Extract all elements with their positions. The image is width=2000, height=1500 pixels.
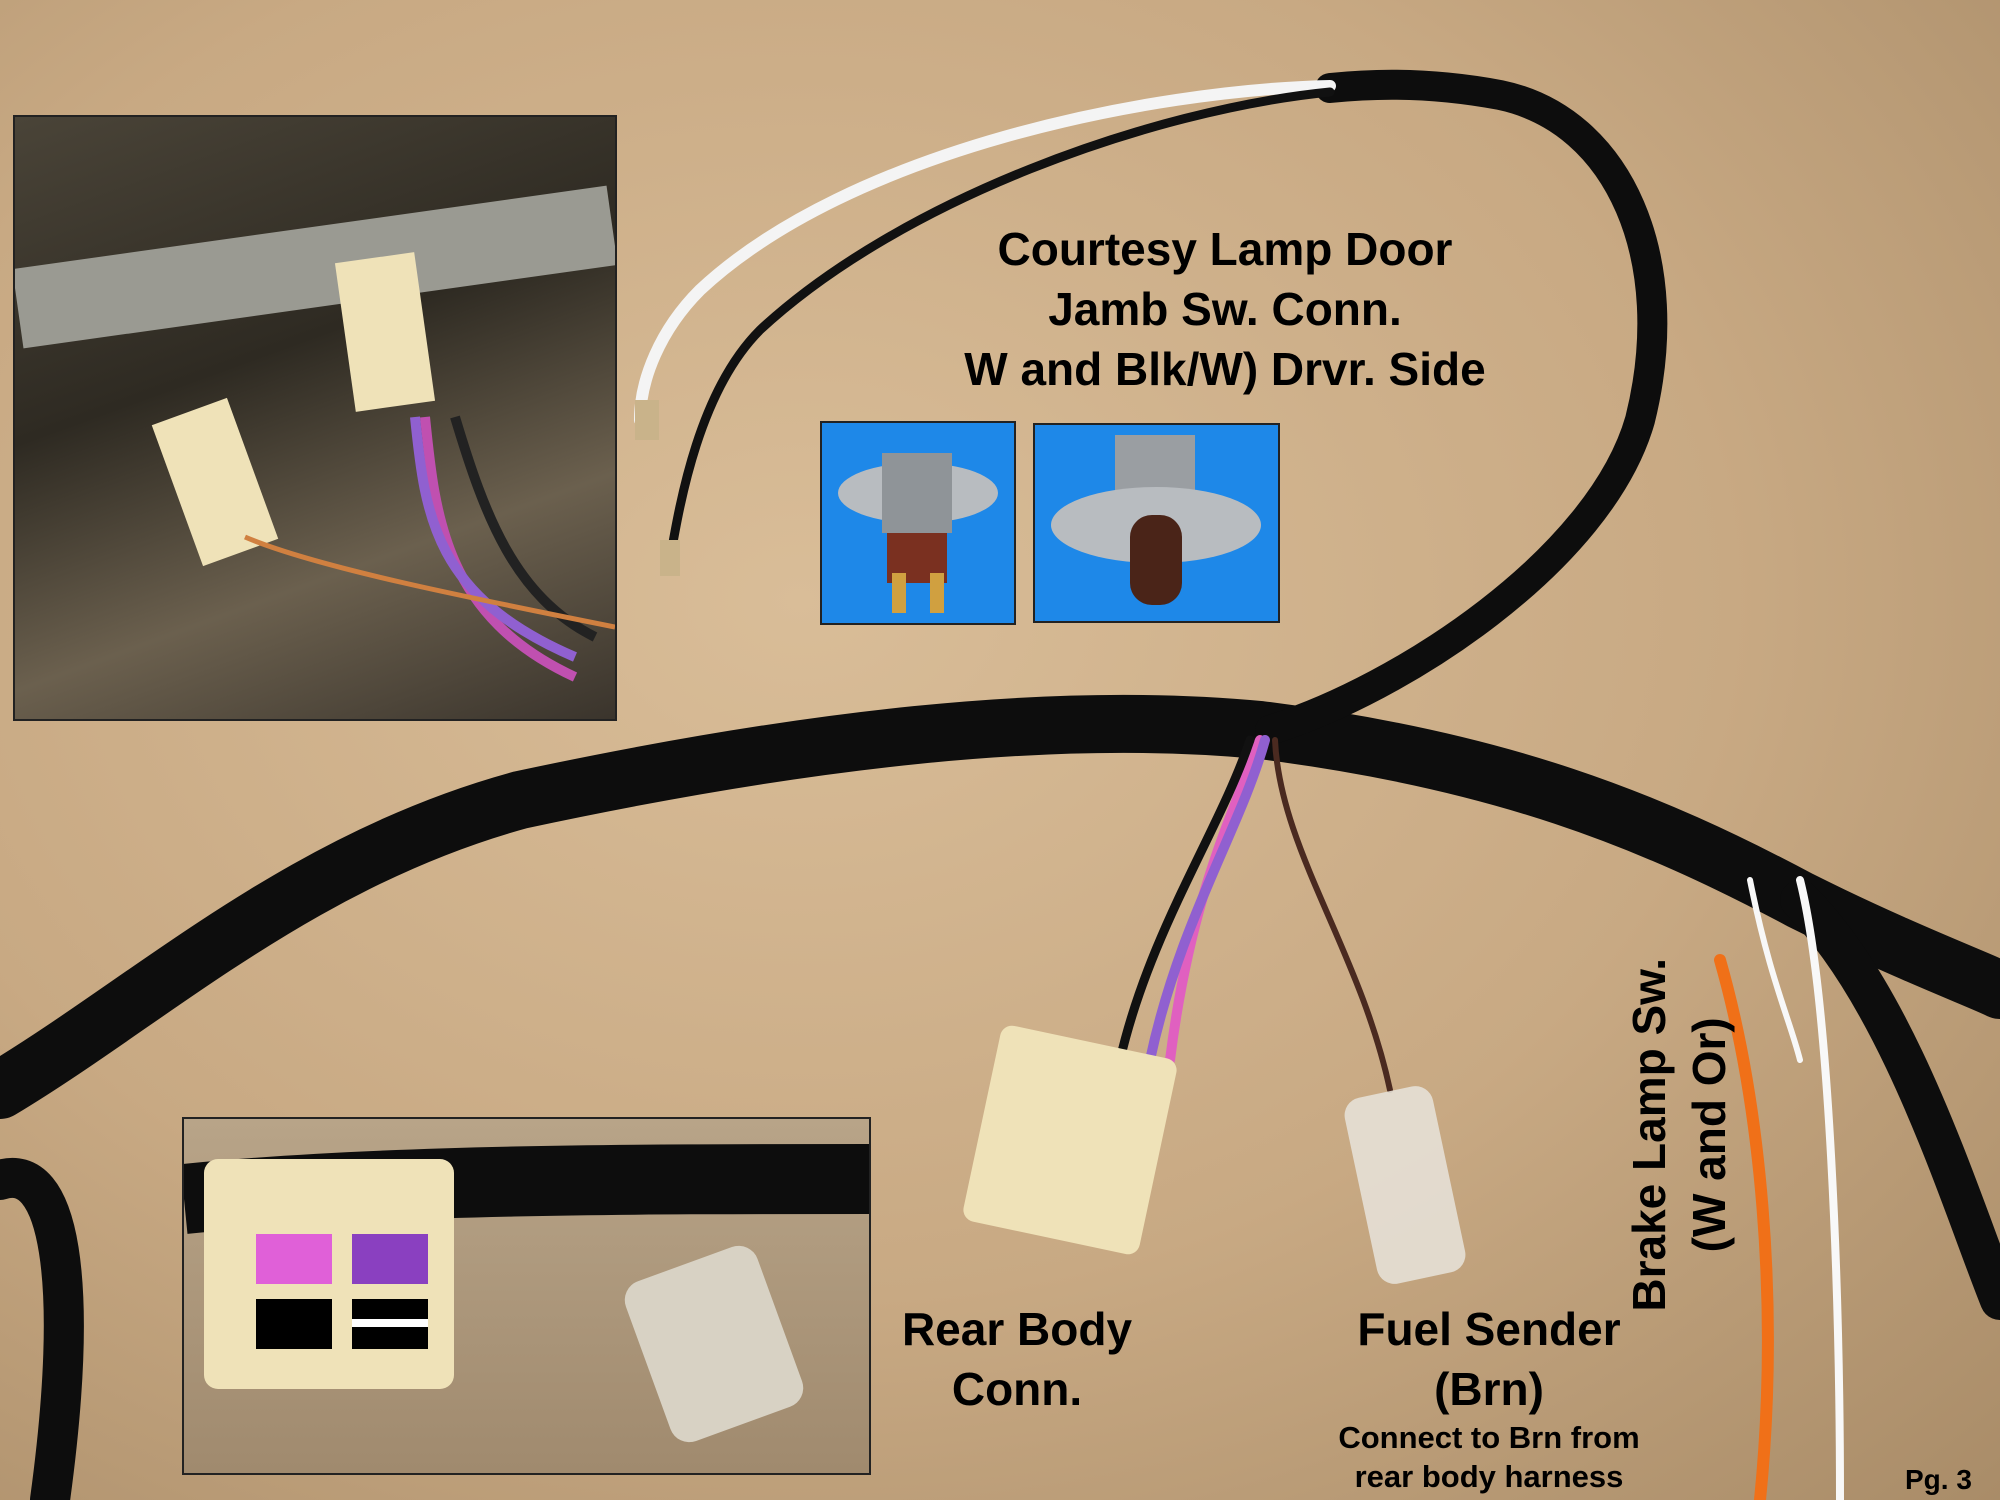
courtesy-branch	[1255, 69, 1668, 745]
fuel-sender-note: Connect to Brn from rear body harness	[1289, 1419, 1689, 1497]
rear-body-label: Rear Body Conn.	[867, 1300, 1167, 1420]
label-line: Connect to Brn from	[1338, 1420, 1640, 1455]
rear-body-connector	[963, 1025, 1177, 1255]
switch-photo-front	[1033, 423, 1280, 623]
page-number: Pg. 3	[1905, 1464, 1972, 1495]
label-line: Conn.	[951, 1362, 1083, 1415]
inset-installed-connector	[13, 115, 617, 721]
label-line: Jamb Sw. Conn.	[1048, 282, 1402, 335]
brake-lamp-label: Brake Lamp Sw. (W and Or)	[1620, 835, 1740, 1435]
label-line: rear body harness	[1354, 1458, 1624, 1494]
inset-connector-closeup	[182, 1117, 871, 1475]
fuel-sender-connector	[1344, 1086, 1466, 1284]
courtesy-lamp-label: Courtesy Lamp Door Jamb Sw. Conn. W and …	[925, 220, 1525, 399]
fuel-sender-label: Fuel Sender (Brn)	[1289, 1300, 1689, 1420]
label-line: Fuel Sender	[1357, 1303, 1621, 1355]
switch-photo-back	[820, 421, 1016, 625]
label-line: Brake Lamp Sw.	[1623, 957, 1676, 1312]
label-line: Courtesy Lamp Door	[997, 223, 1453, 275]
label-line: Rear Body	[901, 1303, 1133, 1355]
label-line: (W and Or)	[1683, 1017, 1735, 1253]
label-line: (Brn)	[1434, 1362, 1544, 1415]
label-line: W and Blk/W) Drvr. Side	[964, 342, 1486, 395]
